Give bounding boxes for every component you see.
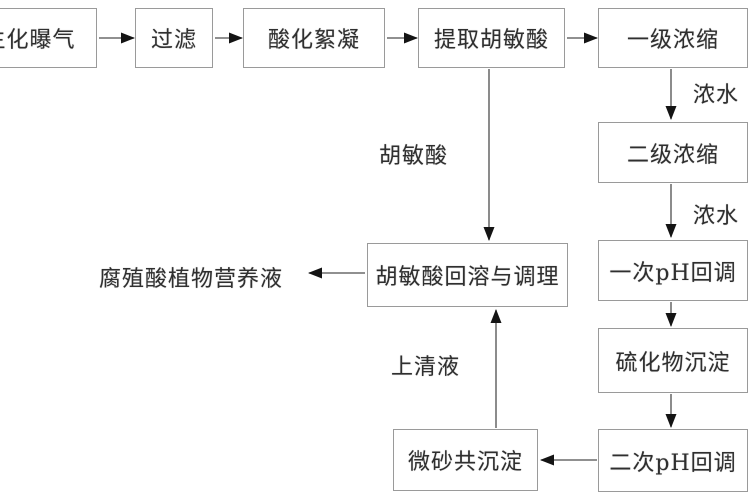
node-microsand-coprecipitation: 微砂共沉淀: [393, 429, 538, 491]
node-second-ph-readjustment: 二次pH回调: [598, 429, 748, 492]
node-humic-acid-extraction: 提取胡敏酸: [418, 8, 565, 68]
node-label: 过滤: [150, 28, 197, 53]
stream-label-concentrate-water-2: 浓水: [693, 204, 740, 229]
node-first-ph-readjustment: 一次pH回调: [598, 240, 748, 301]
node-label: 酸化絮凝: [267, 28, 360, 53]
node-label: 一次pH回调: [609, 260, 737, 286]
node-label: 二次pH回调: [609, 450, 737, 476]
node-label: 微砂共沉淀: [407, 450, 523, 475]
node-secondary-concentration: 二级浓缩: [598, 122, 748, 183]
stream-label-humic-acid: 胡敏酸: [379, 144, 449, 169]
node-label: 一级浓缩: [626, 28, 719, 53]
node-label: 胡敏酸回溶与调理: [375, 265, 560, 290]
node-humic-acid-redissolution-conditioning: 胡敏酸回溶与调理: [367, 243, 568, 307]
stream-label-concentrate-water-1: 浓水: [693, 83, 740, 108]
node-label: 硫化物沉淀: [615, 350, 731, 376]
node-filtration: 过滤: [135, 8, 213, 68]
node-primary-concentration: 一级浓缩: [598, 8, 748, 68]
node-label: 二级浓缩: [626, 142, 719, 168]
node-label: 提取胡敏酸: [433, 28, 549, 53]
node-label: 生化曝气: [0, 28, 76, 53]
stream-label-supernatant: 上清液: [391, 355, 461, 380]
node-sulfide-precipitation: 硫化物沉淀: [598, 328, 748, 393]
node-biochemical-aeration: 生化曝气: [0, 8, 97, 68]
end-product-text: 腐殖酸植物营养液: [99, 267, 284, 292]
node-acidification-flocculation: 酸化絮凝: [243, 8, 385, 68]
